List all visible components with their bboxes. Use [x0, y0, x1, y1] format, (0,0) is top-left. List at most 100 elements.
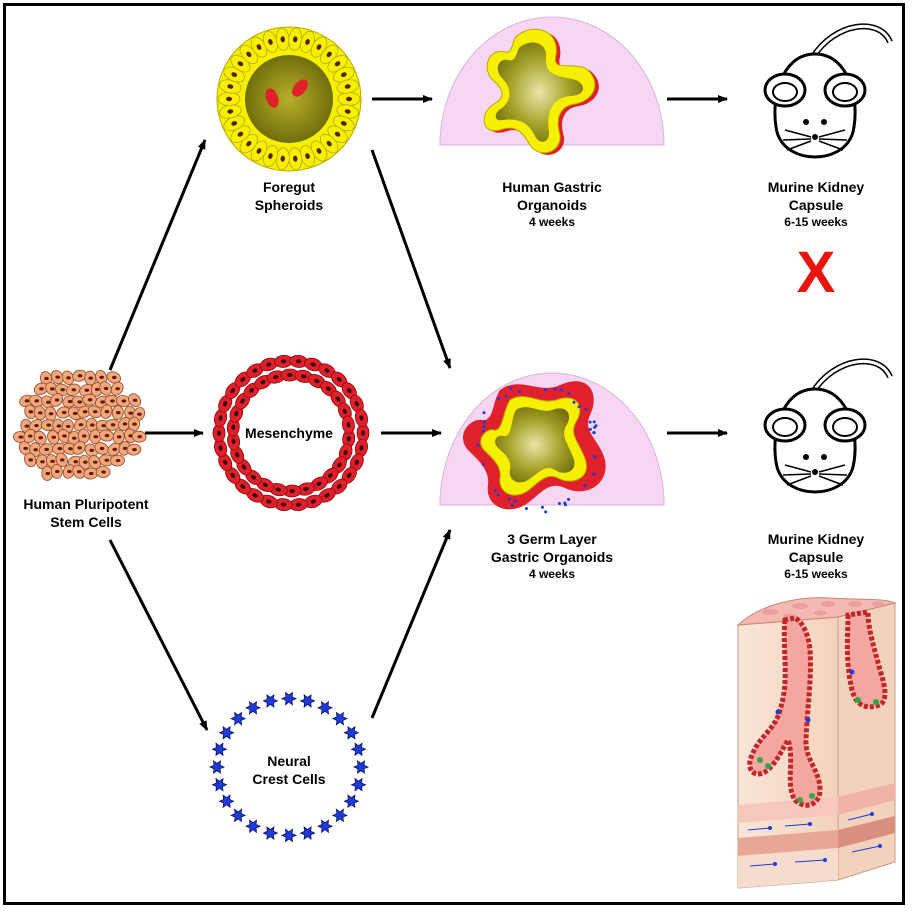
mesenchyme-cell-nucleus	[218, 415, 223, 421]
mesenchyme-cell-nucleus	[289, 488, 296, 493]
stem-cell-nucleus	[128, 411, 134, 415]
stem-cell-nucleus	[93, 435, 99, 439]
label-hpsc: Human Pluripotent Stem Cells	[6, 495, 166, 531]
stem-cell-cluster	[12, 369, 147, 481]
mesenchyme-cell-nucleus	[354, 459, 359, 465]
stem-cell-nucleus	[101, 424, 106, 428]
stem-cell-nucleus	[82, 410, 88, 414]
germ-neural-dot	[592, 472, 596, 476]
neural-crest-cell	[245, 700, 261, 715]
germ-neural-dot	[584, 407, 588, 411]
mesenchyme-cell-nucleus	[303, 486, 309, 492]
mesenchyme-cell-nucleus	[354, 401, 359, 407]
stem-cell-nucleus	[104, 458, 110, 462]
human-gastric-organoid	[439, 16, 665, 155]
stem-cell-nucleus	[87, 398, 93, 402]
stem-cell-nucleus	[45, 471, 51, 476]
stem-cell-nucleus	[51, 435, 57, 439]
mesenchyme-cell-nucleus	[336, 377, 342, 382]
mesenchyme-cell-nucleus	[235, 451, 240, 458]
stem-cell-nucleus	[24, 399, 30, 403]
label-kidney-bottom-line1: Murine Kidney	[767, 531, 865, 547]
germ-neural-dot	[497, 397, 501, 401]
spheroid-cell-nucleus	[231, 121, 238, 126]
germ-neural-dot	[518, 390, 522, 394]
mesenchyme-cell-nucleus	[275, 487, 282, 492]
spheroid-cell-nucleus	[237, 61, 244, 67]
label-germ-line2: Gastric Organoids	[490, 549, 614, 565]
stem-cell-nucleus	[81, 434, 87, 438]
mesenchyme-cell-nucleus	[223, 401, 228, 407]
spheroid-cell-nucleus	[334, 61, 341, 67]
stem-cell-nucleus	[61, 410, 67, 415]
stem-cell-nucleus	[57, 447, 63, 451]
stem-cell-nucleus	[111, 375, 117, 380]
spheroid-cell-nucleus	[256, 44, 262, 50]
spheroid-cell-nucleus	[227, 109, 234, 114]
mesenchyme-cell-nucleus	[359, 415, 364, 421]
mesenchyme-cell-nucleus	[310, 499, 316, 504]
label-kidney-bottom-time: 6-15 weeks	[784, 567, 848, 581]
neural-crest-cell	[262, 826, 279, 840]
mesenchyme-cell-nucleus	[230, 472, 236, 478]
stem-cell-nucleus	[39, 387, 44, 391]
stem-cell-nucleus	[46, 423, 52, 427]
spheroid-cell-nucleus	[340, 72, 347, 77]
mouse-top-icon	[763, 23, 893, 159]
stem-cell-nucleus	[132, 398, 138, 402]
mesenchyme-cell-nucleus	[326, 386, 332, 392]
stem-cell-nucleus	[62, 434, 67, 438]
spheroid-cell-nucleus	[334, 131, 341, 137]
stem-cell-nucleus	[40, 460, 45, 464]
stem-cell-nucleus	[89, 448, 95, 452]
mesenchyme-cell-nucleus	[327, 473, 333, 479]
mesenchyme-cell-nucleus	[230, 388, 236, 394]
mesenchyme-cell-nucleus	[217, 430, 221, 436]
germ-neural-dot	[496, 493, 500, 497]
mesenchyme-cell-nucleus	[286, 373, 293, 378]
mesenchyme-cell-nucleus	[343, 449, 348, 456]
neural-crest-cell	[331, 711, 348, 726]
spheroid-cell-nucleus	[246, 140, 252, 147]
mesenchyme-cell-nucleus	[240, 398, 245, 404]
mesenchyme-cell-nucleus	[273, 374, 279, 380]
stem-cell-nucleus	[38, 411, 43, 415]
germ-neural-dot	[567, 497, 571, 501]
stem-cell-nucleus	[23, 446, 28, 450]
stem-cell-nucleus	[92, 410, 98, 414]
label-hpsc-line2: Stem Cells	[50, 514, 122, 530]
stem-cell-nucleus	[67, 399, 73, 404]
neural-crest-cell	[211, 777, 228, 792]
stem-cell-nucleus	[67, 469, 72, 474]
label-hgo-line2: Organoids	[516, 197, 587, 213]
spheroid-cell-nucleus	[246, 51, 252, 58]
neural-crest-cell	[317, 700, 333, 715]
stem-cell-nucleus	[66, 376, 71, 380]
germ-neural-dot	[588, 427, 592, 431]
label-kidney-bottom-line2: Capsule	[788, 549, 844, 565]
label-germ-line1: 3 Germ Layer	[507, 531, 597, 547]
germ-neural-dot	[481, 462, 485, 466]
stem-cell-nucleus	[99, 446, 105, 451]
neural-crest-cell	[209, 760, 225, 774]
mesenchyme-cell-nucleus	[260, 380, 266, 385]
germ-neural-dot	[592, 431, 596, 435]
germ-neural-dot	[507, 497, 511, 501]
label-mesenchyme-line1: Mesenchyme	[245, 425, 333, 441]
stem-cell-nucleus	[71, 388, 77, 392]
germ-neural-dot	[593, 455, 597, 459]
stem-cell-nucleus	[55, 375, 60, 379]
arrow-foregut-to-germ	[370, 149, 452, 369]
spheroid-cell-nucleus	[316, 44, 322, 50]
mesenchyme-cell-nucleus	[240, 377, 246, 382]
neural-crest-cell	[281, 828, 297, 843]
label-germ: 3 Germ Layer Gastric Organoids 4 weeks	[452, 530, 652, 582]
spheroid-cell-nucleus	[231, 72, 238, 77]
label-germ-time: 4 weeks	[528, 567, 576, 581]
mesenchyme-cell-nucleus	[346, 388, 352, 394]
mesenchyme-cell-nucleus	[250, 474, 256, 480]
label-neural: Neural Crest Cells	[229, 752, 349, 788]
stem-cell-nucleus	[44, 447, 49, 451]
mesenchyme-cell-nucleus	[280, 359, 287, 364]
mesenchyme-cell-nucleus	[266, 499, 272, 504]
